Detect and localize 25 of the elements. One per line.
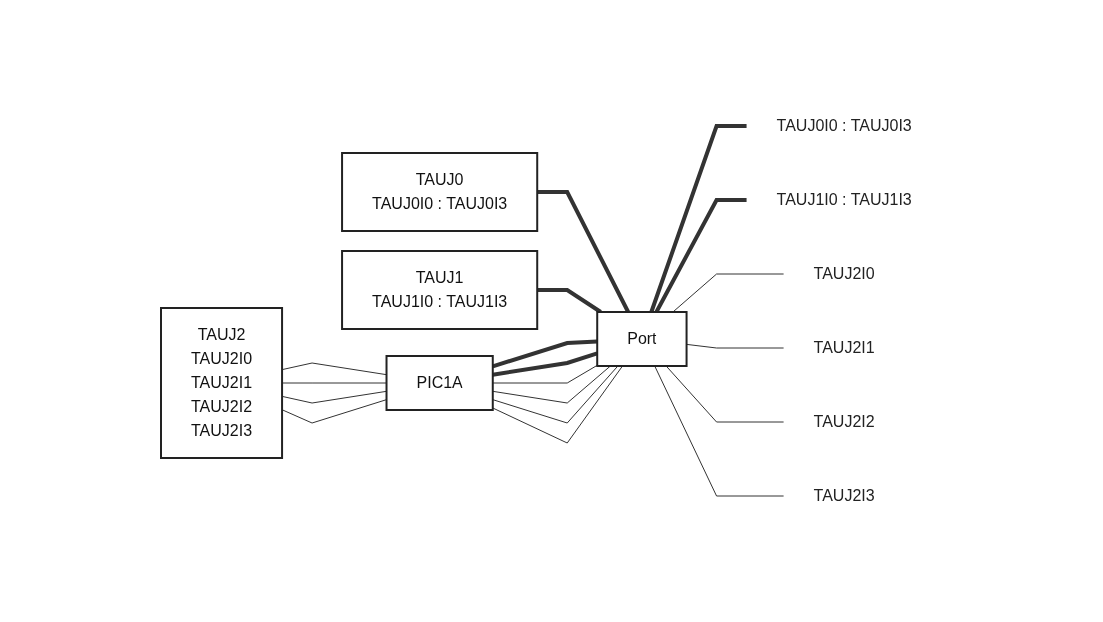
node-box: Port [596, 311, 688, 367]
connector [649, 124, 747, 313]
node-text: TAUJ2I3 [813, 487, 875, 504]
connector [686, 343, 785, 349]
connector [492, 365, 612, 404]
node-box: TAUJ1 TAUJ1I0 : TAUJ1I3 [341, 250, 539, 330]
connector [492, 365, 619, 424]
connector [492, 364, 598, 384]
node-text: TAUJ2I2 [813, 413, 875, 430]
node-box: TAUJ2 TAUJ2I0 TAUJ2I1 TAUJ2I2 TAUJ2I3 [160, 307, 284, 459]
connector [672, 273, 785, 313]
node-text: TAUJ2I1 [813, 339, 875, 356]
node-text: TAUJ0I0 : TAUJ0I3 [776, 117, 912, 134]
connector [654, 198, 747, 313]
connector [492, 351, 598, 377]
node-box: PIC1A [385, 355, 494, 411]
connector [492, 339, 598, 369]
connector [537, 190, 631, 313]
node-text: TAUJ2I0 [813, 265, 875, 282]
connector [665, 365, 785, 423]
node-box: TAUJ0 TAUJ0I0 : TAUJ0I3 [341, 152, 539, 232]
connector [492, 365, 624, 444]
connector [654, 365, 785, 497]
connector [537, 288, 602, 314]
node-text: TAUJ1I0 : TAUJ1I3 [776, 191, 912, 208]
